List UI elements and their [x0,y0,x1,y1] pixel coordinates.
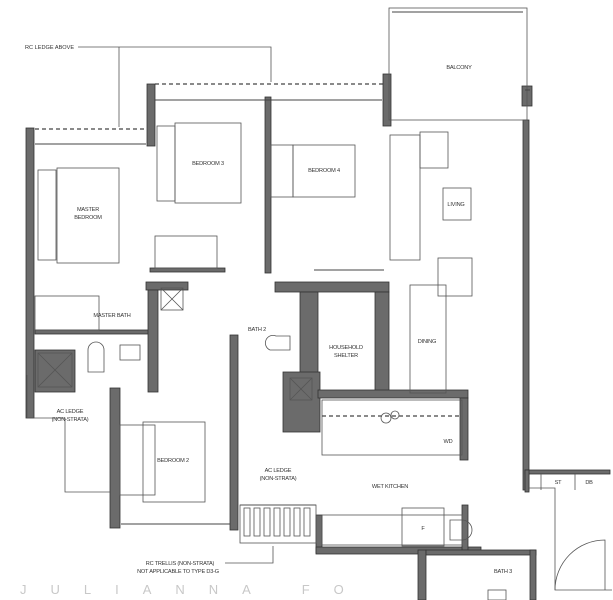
furniture [34,122,576,600]
label-bath3: BATH 3 [494,569,512,575]
toilet [449,519,473,541]
label-shelter: HOUSEHOLD [329,345,363,351]
rc-ledge-label: RC LEDGE ABOVE [25,45,74,51]
kitchen-counter [321,399,463,456]
kitchen-sink-counter [321,514,463,546]
master-bed [56,167,120,264]
toilet [264,335,291,351]
label-ac-ledge-mid-2: (NON-STRATA) [260,476,297,482]
master-wardrobe [34,295,100,331]
label-balcony: BALCONY [446,65,472,71]
label-master-bedroom: MASTER [77,207,99,213]
rc-ledge-annotation: RC LEDGE ABOVE [25,45,272,127]
label-shelter-2: SHELTER [334,353,358,359]
room-labels: BALCONY LIVING DINING MASTER BEDROOM BED… [52,65,594,575]
label-st: ST [555,480,563,486]
label-bath2: BATH 2 [248,327,266,333]
trellis [243,507,311,537]
label-wet-kitchen: WET KITCHEN [372,484,408,490]
coffee-table [442,187,472,221]
label-ac-ledge-left: AC LEDGE [57,409,84,415]
bedroom2-bed-side [119,424,156,496]
label-wd: WD [444,439,453,445]
trellis-label-1: RC TRELLIS (NON-STRATA) [146,561,215,567]
label-bedroom2: BEDROOM 2 [157,458,189,464]
label-bedroom4: BEDROOM 4 [308,168,340,174]
label-db: DB [585,480,593,486]
bedroom3-wardrobe [154,235,218,269]
label-master-bath: MASTER BATH [93,313,130,319]
label-dining: DINING [418,339,436,345]
watermark: JULIANNA FO [20,582,368,597]
label-bedroom3: BEDROOM 3 [192,161,224,167]
label-fridge: F [421,526,425,532]
sofa [389,134,421,261]
label-master-bedroom-2: BEDROOM [74,215,102,221]
dining-table [409,284,447,394]
label-ac-ledge-mid: AC LEDGE [265,468,292,474]
label-ac-ledge-left-2: (NON-STRATA) [52,417,89,423]
armchair [437,257,473,297]
outlines [26,7,612,591]
trellis-label-2: NOT APPLICABLE TO TYPE D3-G [137,569,219,575]
label-living: LIVING [447,202,464,208]
fridge [401,507,445,547]
shower [37,352,73,388]
toilet [87,341,105,373]
walls [25,73,611,600]
trellis-annotation: RC TRELLIS (NON-STRATA) NOT APPLICABLE T… [137,546,274,575]
bedroom2-bed [142,421,206,503]
